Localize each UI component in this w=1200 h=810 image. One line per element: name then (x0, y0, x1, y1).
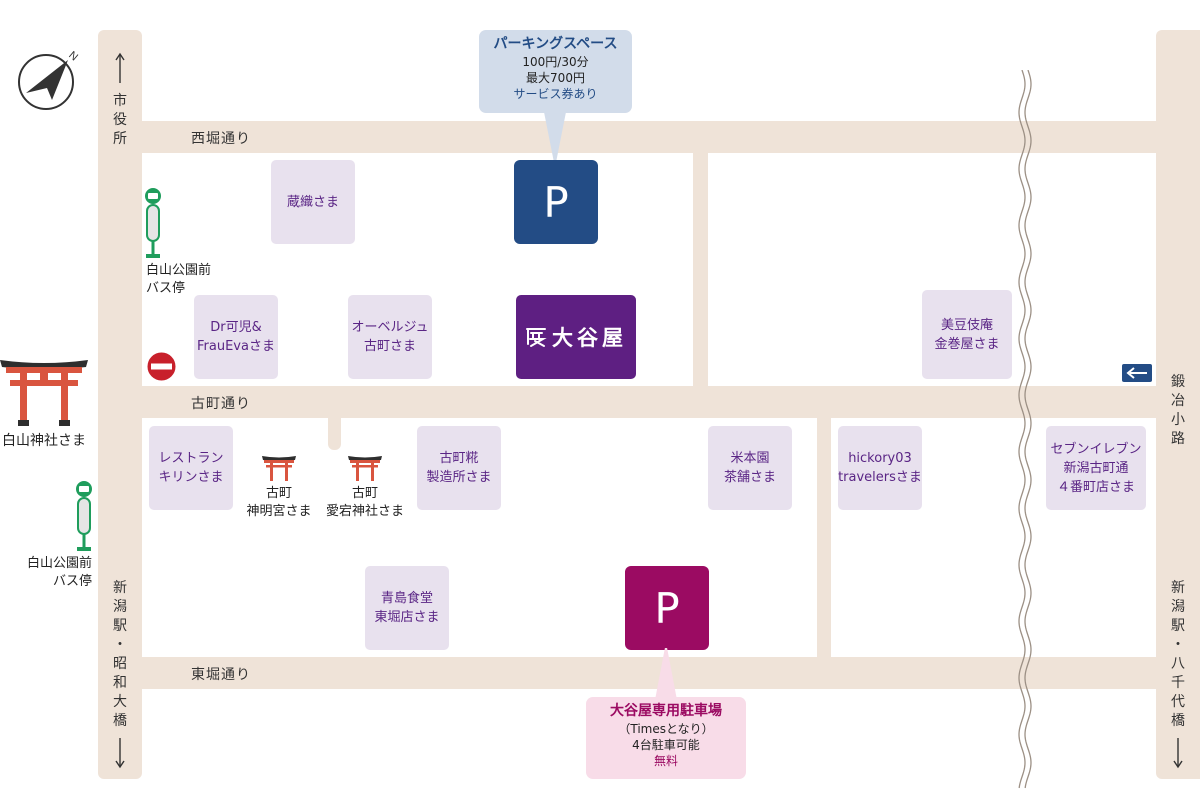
shop-kirin-line2: キリンさま (158, 470, 224, 485)
bus-stop-2-line2: バス停 (52, 574, 92, 589)
one-way-left-icon (1122, 364, 1152, 382)
bus-stop-icon (76, 481, 92, 551)
arrow-down-icon (1173, 738, 1183, 769)
road-middle-vertical-upper (693, 153, 708, 386)
shop-dr-kaji-line2: FrauEvaさま (197, 339, 275, 354)
road-nishibori (98, 121, 1200, 153)
private-parking-fee: 無料 (653, 754, 678, 768)
torii-icon (262, 456, 296, 481)
shop-hickory-line2: travelersさま (838, 470, 922, 485)
road-label-higashibori: 東堀通り (191, 667, 251, 683)
shop-yonemoto-line2: 茶舗さま (723, 470, 776, 485)
shop-koji-line1: 古町糀 (439, 451, 479, 466)
shop-mitoteian[interactable]: 美豆伎庵 金巻屋さま (922, 290, 1012, 379)
private-parking-callout: 大谷屋専用駐車場 （Timesとなり） 4台駐車可能 無料 (586, 697, 746, 779)
arrow-up-icon (115, 52, 125, 83)
parking-space-callout: パーキングスペース 100円/30分 最大700円 サービス券あり (479, 30, 632, 113)
bus-stop-icon (145, 188, 161, 258)
parking-space-marker[interactable]: P (514, 160, 598, 244)
bus-stop-1-line2: バス停 (146, 281, 186, 296)
direction-right-bottom-text: 新潟駅・八千代橋 (1171, 580, 1185, 729)
shop-aoshima[interactable]: 青島食堂 東堀店さま (365, 566, 449, 650)
shop-auberge-line1: オーベルジュ (351, 320, 429, 335)
arrow-down-icon (115, 738, 125, 769)
private-parking-title: 大谷屋専用駐車場 (610, 703, 722, 719)
compass-north-label: N (66, 49, 80, 63)
shop-seven-eleven-line2: 新潟古町通 (1063, 460, 1129, 476)
road-label-furumachi: 古町通り (191, 396, 251, 412)
private-parking-capacity: 4台駐車可能 (632, 738, 700, 752)
direction-city-hall-text: 市役所 (113, 93, 127, 147)
atago-line2: 愛宕神社さま (325, 504, 404, 519)
shop-yonemoto[interactable]: 米本園 茶舗さま (708, 426, 792, 510)
direction-city-hall: 市役所 (112, 52, 128, 149)
shop-yonemoto-line1: 米本園 (730, 451, 770, 466)
map-break-line (1018, 70, 1032, 789)
parking-space-service: サービス券あり (513, 87, 598, 101)
bus-stop-label-1: 白山公園前 バス停 (146, 262, 211, 298)
bus-stop-label-2: 白山公園前 バス停 (22, 555, 92, 591)
torii-icon (348, 456, 382, 481)
road-label-nishibori: 西堀通り (191, 131, 251, 147)
shop-kirin[interactable]: レストラン キリンさま (149, 426, 233, 510)
shop-aoshima-line2: 東堀店さま (374, 610, 440, 625)
direction-left-bottom: 新潟駅・昭和大橋 (112, 579, 128, 769)
road-small-stub (328, 418, 341, 450)
torii-icon (0, 360, 88, 426)
hakusan-shrine-label: 白山神社さま (2, 433, 86, 449)
road-middle-vertical-lower (817, 418, 831, 657)
shop-aoshima-line1: 青島食堂 (380, 591, 433, 606)
shop-koji[interactable]: 古町糀 製造所さま (417, 426, 501, 510)
shop-dr-kaji-line1: Dr可児& (210, 320, 262, 335)
shop-seven-eleven[interactable]: セブンイレブン 新潟古町通 ４番町店さま (1046, 426, 1146, 510)
shop-auberge-line2: 古町さま (363, 339, 416, 354)
atago-shrine-label: 古町 愛宕神社さま (318, 485, 412, 521)
direction-left-bottom-text: 新潟駅・昭和大橋 (113, 580, 127, 729)
shop-hickory-line1: hickory03 (848, 451, 912, 466)
shinmei-line1: 古町 (265, 486, 292, 501)
direction-kaji-koji-text: 鍛冶小路 (1171, 374, 1185, 447)
shop-seven-eleven-line1: セブンイレブン (1050, 441, 1142, 457)
shop-koji-line2: 製造所さま (426, 470, 492, 485)
parking-space-title: パーキングスペース (493, 36, 618, 52)
shop-kirin-line1: レストラン (158, 451, 224, 466)
shinmei-line2: 神明宮さま (246, 504, 312, 519)
bus-stop-1-line1: 白山公園前 (146, 263, 212, 278)
shop-mitoteian-line1: 美豆伎庵 (940, 317, 993, 333)
main-store-name: 大谷屋 (552, 325, 627, 350)
store-logo-icon (526, 328, 547, 347)
shop-kuraori[interactable]: 蔵織さま (271, 160, 355, 244)
parking-space-max: 最大700円 (526, 71, 585, 85)
shinmei-shrine-label: 古町 神明宮さま (240, 485, 318, 521)
compass-icon: N (18, 49, 80, 110)
shop-mitoteian-line2: 金巻屋さま (934, 336, 1000, 352)
direction-right-bottom: 新潟駅・八千代橋 (1170, 579, 1186, 769)
private-parking-note: （Timesとなり） (618, 722, 714, 736)
private-parking-marker[interactable]: P (625, 566, 709, 650)
shop-hickory[interactable]: hickory03 travelersさま (838, 426, 922, 510)
shop-dr-kaji[interactable]: Dr可児& FrauEvaさま (194, 295, 278, 379)
bus-stop-2-line1: 白山公園前 (26, 556, 92, 571)
parking-space-rate: 100円/30分 (522, 55, 589, 69)
shop-kuraori-line1: 蔵織さま (286, 194, 339, 210)
atago-line1: 古町 (351, 486, 378, 501)
no-entry-icon (146, 351, 177, 382)
direction-kaji-koji: 鍛冶小路 (1170, 373, 1186, 449)
road-higashibori (98, 657, 1200, 689)
road-furumachi (98, 386, 1200, 418)
shop-seven-eleven-line3: ４番町店さま (1056, 479, 1135, 495)
shop-auberge[interactable]: オーベルジュ 古町さま (348, 295, 432, 379)
main-store-otaniya[interactable]: 大谷屋 (516, 295, 636, 379)
